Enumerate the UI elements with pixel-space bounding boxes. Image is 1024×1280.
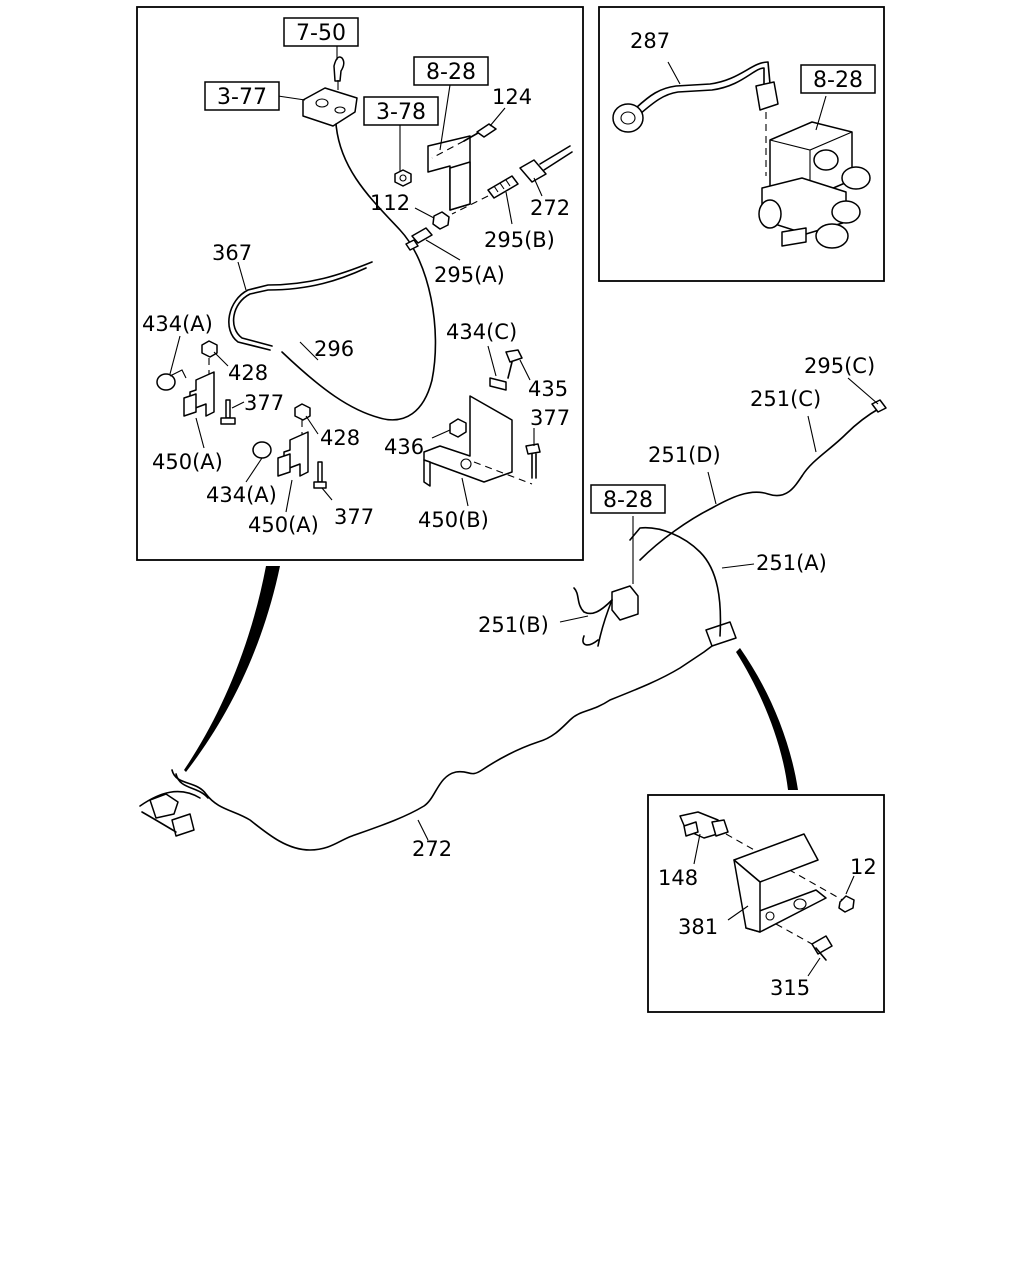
callout-labels: 124 112 272 295(B) 295(A) 367 434(A) 428… <box>142 29 877 1000</box>
callout-287: 287 <box>630 29 670 53</box>
bracket-detail-parts <box>679 811 855 961</box>
leader-lines-main <box>169 45 543 513</box>
callout-450-a-lower: 450(A) <box>248 513 319 537</box>
callout-381: 381 <box>678 915 718 939</box>
callout-12: 12 <box>850 855 877 879</box>
svg-text:8-28: 8-28 <box>813 68 863 93</box>
detail-frame-valve <box>598 6 885 282</box>
callout-428-lower: 428 <box>320 426 360 450</box>
callout-295-c: 295(C) <box>804 354 875 378</box>
callout-124: 124 <box>492 85 532 109</box>
callout-436: 436 <box>384 435 424 459</box>
callout-arrow-right <box>736 648 798 790</box>
callout-295-a: 295(A) <box>434 263 505 287</box>
valve-detail-parts <box>612 61 871 249</box>
callout-295-b: 295(B) <box>484 228 555 252</box>
reference-box-7-50[interactable]: 7-50 <box>283 17 359 47</box>
leader-lines-routing <box>417 377 879 841</box>
callout-296: 296 <box>314 337 354 361</box>
callout-251-c: 251(C) <box>750 387 821 411</box>
callout-434-a-upper: 434(A) <box>142 312 213 336</box>
reference-box-8-28-valve[interactable]: 8-28 <box>800 64 876 94</box>
callout-428-upper: 428 <box>228 361 268 385</box>
svg-text:3-77: 3-77 <box>217 85 267 110</box>
callout-112: 112 <box>370 191 410 215</box>
callout-377-right: 377 <box>530 406 570 430</box>
callout-435: 435 <box>528 377 568 401</box>
callout-251-a: 251(A) <box>756 551 827 575</box>
callout-377-bottom: 377 <box>334 505 374 529</box>
callout-450-a-upper: 450(A) <box>152 450 223 474</box>
detail-frame-main <box>136 6 584 561</box>
callout-251-b: 251(B) <box>478 613 549 637</box>
reference-box-3-77[interactable]: 3-77 <box>204 81 280 111</box>
callout-251-d: 251(D) <box>648 443 721 467</box>
main-detail-parts <box>156 56 573 489</box>
svg-text:8-28: 8-28 <box>426 60 476 85</box>
leader-lines-bracket <box>693 833 855 977</box>
leader-lines-valve <box>667 61 827 131</box>
reference-box-8-28-main[interactable]: 8-28 <box>413 56 489 86</box>
callout-315: 315 <box>770 976 810 1000</box>
brake-line-routing <box>139 399 887 851</box>
callout-377-left: 377 <box>244 391 284 415</box>
callout-148: 148 <box>658 866 698 890</box>
callout-434-c: 434(C) <box>446 320 517 344</box>
detail-frame-bracket <box>647 794 885 1013</box>
callout-367: 367 <box>212 241 252 265</box>
svg-text:3-78: 3-78 <box>376 100 426 125</box>
callout-450-b: 450(B) <box>418 508 489 532</box>
reference-box-8-28-routing[interactable]: 8-28 <box>590 484 666 514</box>
callout-434-a-lower: 434(A) <box>206 483 277 507</box>
callout-arrow-left <box>184 566 280 772</box>
svg-text:8-28: 8-28 <box>603 488 653 513</box>
callout-272-routing: 272 <box>412 837 452 861</box>
reference-box-3-78[interactable]: 3-78 <box>363 96 439 126</box>
callout-272-detail: 272 <box>530 196 570 220</box>
svg-text:7-50: 7-50 <box>296 21 346 46</box>
